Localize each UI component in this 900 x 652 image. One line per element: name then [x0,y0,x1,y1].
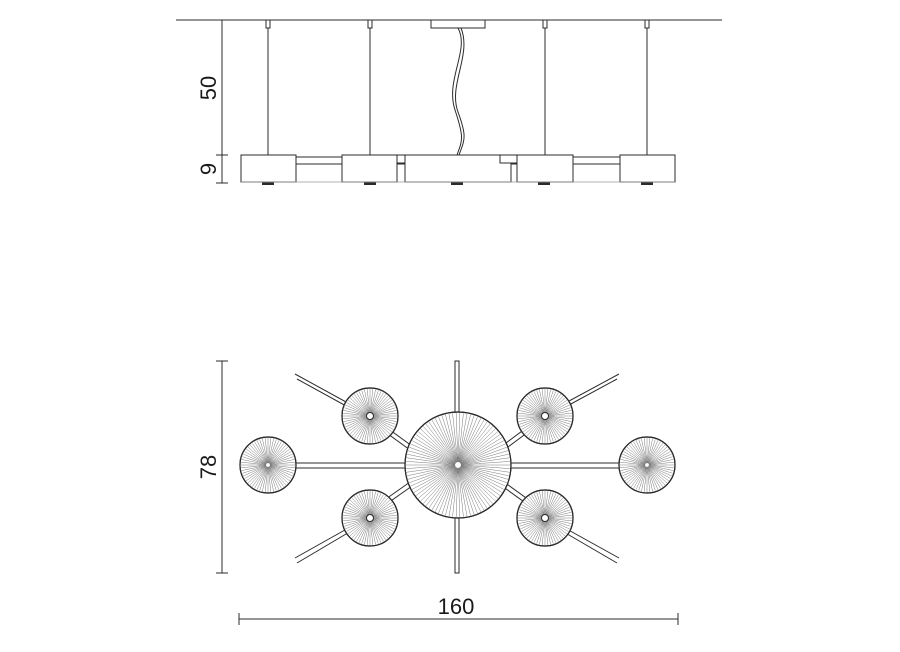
height-dimension [216,19,228,184]
shade-disc-top-left [341,387,399,445]
shade-center-body [404,154,512,183]
plan-view [216,360,679,625]
shade-2 [341,154,398,183]
elevation-view [176,19,722,185]
suspension-cables [265,19,650,156]
shade-height-label: 9 [196,163,221,175]
shade-disc-top-right [516,387,574,445]
shades-plan [239,387,676,547]
width-label: 160 [438,594,475,619]
width-dimension [238,613,679,625]
ceiling-canopy [430,19,486,29]
shade-4 [516,154,574,183]
depth-dimension [216,360,228,574]
depth-label: 78 [196,455,221,479]
shade-disc-center [404,411,512,519]
diffusers [262,182,653,185]
suspension-height-label: 50 [196,76,221,100]
shade-disc-left [239,436,297,494]
shade-disc-bottom-left [341,489,399,547]
shade-1 [240,154,297,183]
shade-disc-bottom-right [516,489,574,547]
shade-5 [619,154,676,183]
shade-disc-right [618,436,676,494]
power-cable [452,27,462,159]
shades-elevation [240,154,676,183]
